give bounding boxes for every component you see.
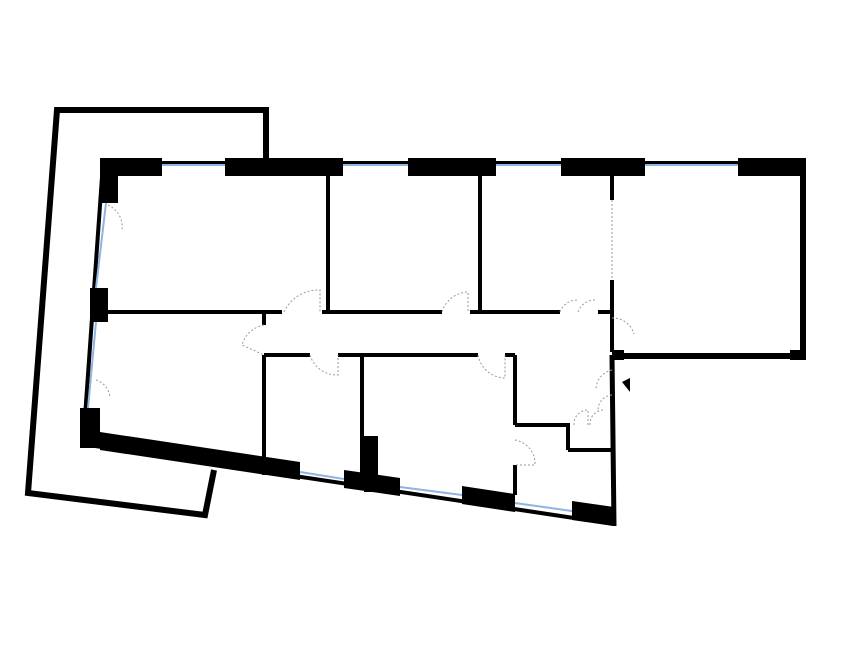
- windows: [87, 164, 738, 512]
- doors: [95, 200, 635, 466]
- interior-walls: [105, 165, 614, 495]
- entrance-marker: [622, 378, 630, 392]
- outer-walls: [81, 160, 806, 527]
- wall-blocks: [80, 158, 806, 526]
- balcony-outline: [24, 107, 269, 519]
